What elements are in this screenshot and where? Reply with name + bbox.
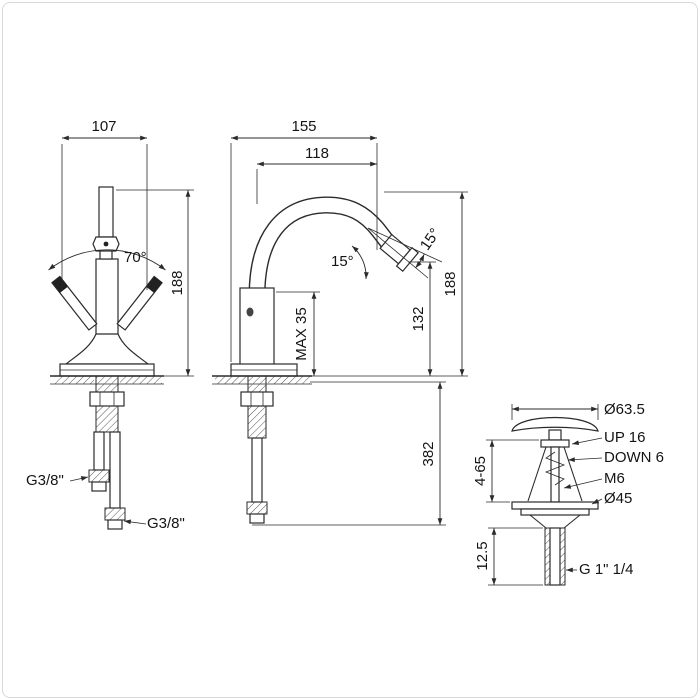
screw-thread-leader [563, 478, 603, 489]
inlet-thread-label-right: G3/8" [147, 515, 185, 532]
body-diameter-leader [591, 498, 603, 505]
down-stroke-label: DOWN 6 [604, 449, 664, 466]
cap-stem [548, 429, 562, 441]
handle-phantom-right [116, 275, 163, 331]
body-diameter-dimension: Ø45 [604, 490, 632, 507]
side-view-body [230, 196, 420, 377]
hose-fitting-left [88, 469, 110, 483]
handle-phantom-left [51, 275, 98, 331]
stem-collar [540, 439, 570, 448]
waste-assembly: Ø63.5 UP 16 DOWN 6 M6 Ø45 4-65 12.5 G 1"… [472, 401, 664, 586]
handle-tip-right [146, 276, 163, 293]
down-stroke-leader [567, 457, 603, 462]
outlet-thread-label: G 1" 1/4 [579, 561, 634, 578]
waste-flange [511, 501, 599, 510]
tailpiece-core [549, 527, 561, 586]
flange-height-dimension: 12.5 [474, 541, 491, 570]
deck-hatch-right [120, 376, 162, 384]
max-thickness-dimension: MAX 35 [293, 307, 310, 360]
spout-tilt-arc [351, 245, 369, 280]
overall-height-dimension: 188 [442, 271, 459, 296]
side-view-supply-tail [240, 375, 274, 524]
fixing-nut [89, 391, 125, 407]
side-deck-hatch-right [268, 376, 310, 384]
spout-reach-dimension: 118 [305, 145, 329, 162]
supply-hose-right [109, 431, 121, 509]
hose-fitting-right [104, 507, 126, 521]
lever-neck [99, 250, 113, 260]
hose-end-left [91, 481, 107, 492]
waste-spring [544, 451, 566, 486]
nozzle-tilt-dimension: 15° [417, 225, 444, 253]
supply-hose-left [93, 431, 105, 471]
lever-pivot-dot [103, 241, 109, 247]
overall-reach-dimension: 155 [291, 118, 316, 135]
front-view-body [51, 186, 163, 377]
waste-seal [520, 508, 590, 516]
spout-inner [249, 197, 395, 297]
deck-hatch-left [55, 376, 94, 384]
extension-lines [61, 144, 194, 377]
front-view-dimensions: 107 70° 188 G3/8" G3/8" [26, 118, 194, 532]
side-deck-hatch-left [215, 376, 246, 384]
inlet-thread-label-left: G3/8" [26, 472, 64, 489]
up-stroke-label: UP 16 [604, 429, 645, 446]
handle-tip-left [51, 276, 68, 293]
waste-cap [511, 417, 599, 432]
front-view-supply-tails [88, 375, 126, 530]
joystick-lever [98, 186, 114, 238]
spout-tilt-dimension: 15° [331, 253, 354, 270]
side-supply-hose [251, 437, 263, 503]
nozzle-angle-construction-lines [367, 227, 443, 279]
mixer-body-column [95, 258, 119, 338]
waste-extension-lines [486, 404, 599, 586]
up-stroke-leader [571, 437, 603, 446]
handle-swing-dimension: 70° [124, 249, 147, 266]
screw-thread-label: M6 [604, 470, 625, 487]
hose-end-right [107, 519, 123, 530]
side-body-column [239, 287, 275, 367]
width-dimension: 107 [91, 118, 116, 135]
side-view: 155 118 15° 15° MAX 35 132 188 382 [212, 118, 468, 526]
side-hose-end [249, 513, 265, 524]
front-view: 107 70° 188 G3/8" G3/8" [26, 118, 194, 532]
side-threaded-shank [247, 375, 267, 439]
handle-swing-arc [48, 249, 166, 271]
spout-height-dimension: 132 [410, 306, 427, 331]
waste-dimensions: Ø63.5 UP 16 DOWN 6 M6 Ø45 4-65 12.5 G 1"… [472, 401, 664, 586]
adjustment-range-dimension: 4-65 [472, 456, 489, 486]
height-dimension: 188 [169, 270, 186, 295]
nozzle-tilt-arc [415, 254, 425, 269]
mixer-bell-base [64, 333, 150, 365]
side-fixing-nut [240, 391, 274, 407]
inlet-leader-right [123, 519, 147, 525]
body-logo-dot [246, 307, 254, 317]
hose-length-dimension: 382 [420, 441, 437, 466]
side-hose-fitting [246, 501, 268, 515]
cap-diameter-dimension: Ø63.5 [604, 401, 645, 418]
inlet-leader-left [69, 476, 89, 482]
waste-body [511, 417, 599, 586]
